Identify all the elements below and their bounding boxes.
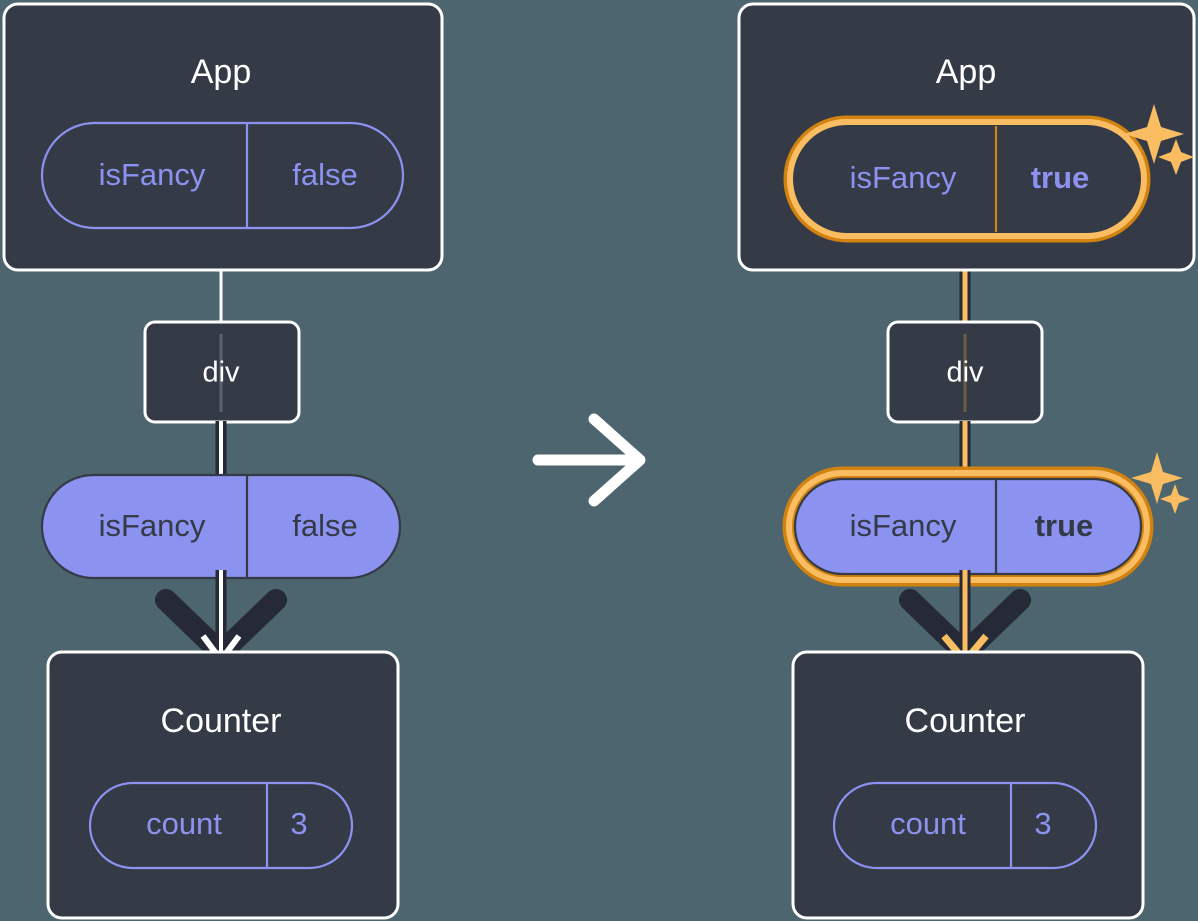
state-pill-count-after-value: 3 [1034, 806, 1051, 841]
prop-pill-isfancy-before-fill [42, 475, 400, 578]
state-pill-count-before-border [88, 781, 354, 870]
sparkle-icon-small-2 [1160, 484, 1190, 514]
prop-pill-isfancy-before-value: false [292, 508, 357, 543]
node-app-after[interactable]: App isFancy true [737, 2, 1196, 272]
node-counter-before-border [46, 650, 400, 920]
transition-arrow-head [588, 413, 646, 507]
prop-pill-isfancy-after-value: true [1035, 508, 1094, 543]
state-pill-isfancy-before-key: isFancy [99, 157, 206, 192]
node-div-before-title: div [202, 357, 240, 389]
node-app-before-title: App [191, 53, 252, 91]
sparkle-icon-prop-after [1131, 452, 1190, 514]
prop-pill-isfancy-after-key: isFancy [850, 508, 957, 543]
node-div-before[interactable]: div [143, 320, 301, 424]
sparkle-icon-large [1124, 104, 1184, 164]
state-pill-count-before-value: 3 [290, 806, 307, 841]
panel-after: App isFancy true div [737, 2, 1196, 920]
sparkle-icon-large-2 [1131, 452, 1183, 504]
state-pill-isfancy-before-border [40, 121, 405, 230]
transition-right-arrow-icon [532, 413, 646, 507]
state-pill-isfancy-after[interactable]: isFancy true [783, 115, 1151, 243]
node-counter-before-fill [48, 652, 398, 918]
state-pill-isfancy-after-ring-edge [787, 119, 1147, 239]
state-pill-isfancy-before-value: false [292, 157, 357, 192]
node-counter-after-border [791, 650, 1145, 920]
state-pill-isfancy-before[interactable]: isFancy false [40, 121, 405, 230]
node-counter-before[interactable]: Counter count 3 [46, 650, 400, 920]
sparkle-icon-app-after [1124, 104, 1194, 175]
node-app-after-title: App [936, 53, 997, 91]
state-pill-count-before[interactable]: count 3 [88, 781, 354, 870]
arrow-prop-to-counter-before [155, 570, 287, 665]
node-app-before-border [2, 2, 444, 272]
state-pill-count-before-key: count [146, 806, 222, 841]
node-counter-before-title: Counter [161, 702, 282, 740]
node-app-before-fill [4, 4, 442, 270]
prop-pill-isfancy-after[interactable]: isFancy true [782, 466, 1154, 587]
state-pill-isfancy-after-value: true [1031, 160, 1090, 195]
state-pill-count-after[interactable]: count 3 [832, 781, 1098, 870]
node-app-before[interactable]: App isFancy false [2, 2, 444, 272]
node-app-after-border [737, 2, 1196, 272]
state-pill-isfancy-after-fill [790, 122, 1144, 236]
state-pill-isfancy-after-key: isFancy [850, 160, 957, 195]
prop-pill-isfancy-before-key: isFancy [99, 508, 206, 543]
sparkle-icon-small [1158, 139, 1194, 175]
prop-pill-isfancy-before[interactable]: isFancy false [40, 473, 402, 580]
node-counter-after-fill [793, 652, 1143, 918]
prop-pill-isfancy-after-fill [795, 479, 1141, 574]
node-div-after-title: div [946, 357, 984, 389]
state-pill-count-after-key: count [890, 806, 966, 841]
node-div-after[interactable]: div [886, 320, 1044, 424]
state-pill-count-after-border [832, 781, 1098, 870]
panel-before: App isFancy false div isFancy [2, 2, 444, 920]
node-counter-after-title: Counter [905, 702, 1026, 740]
node-counter-after[interactable]: Counter count 3 [791, 650, 1145, 920]
